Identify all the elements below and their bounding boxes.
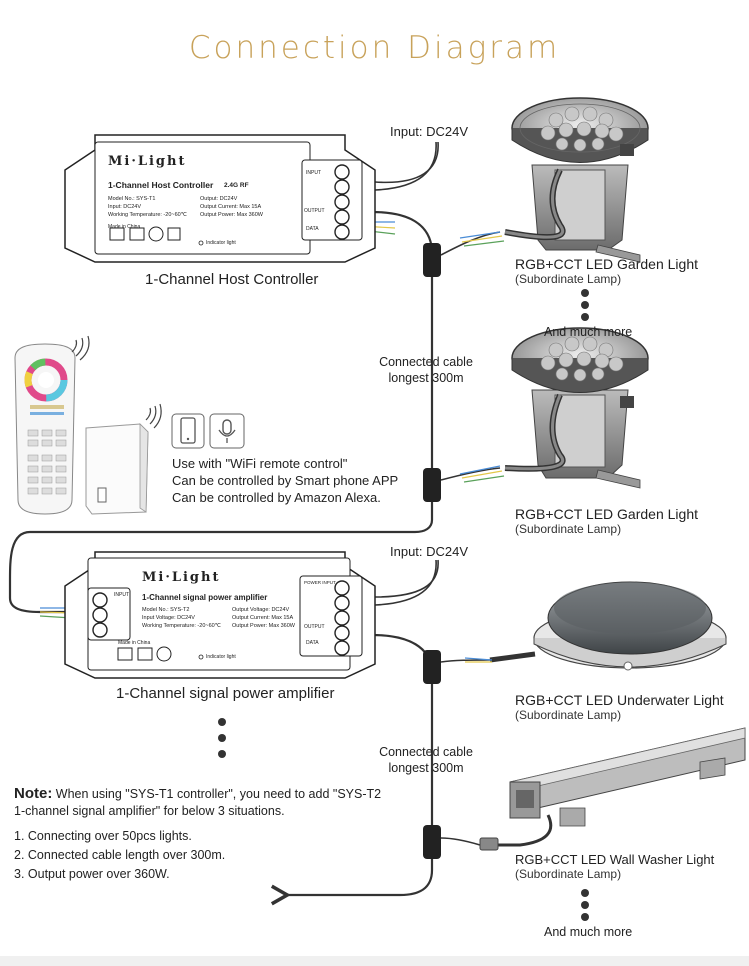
host-term-output: OUTPUT (304, 208, 325, 214)
host-temp: Working Temperature: -20~60℃ (108, 212, 187, 218)
page-title: Connection Diagram (188, 30, 561, 66)
note-line-1: When using "SYS-T1 controller", you need… (52, 787, 382, 801)
amp-caption: 1-Channel signal power amplifier (116, 685, 335, 702)
wifi-info: Use with "WiFi remote control" Can be co… (172, 455, 398, 506)
note-title: Note: (14, 785, 53, 802)
amp-term-input: INPUT (114, 592, 129, 598)
lamp-label-1: RGB+CCT LED Garden Light (Subordinate La… (515, 256, 698, 286)
amp-brand: Mi·Light (142, 570, 221, 585)
garden-light-1 (504, 97, 649, 263)
bottom-strip (0, 956, 749, 966)
host-indicator-label: Indicator light (206, 240, 236, 246)
amp-made-in: Made in China (118, 640, 151, 646)
host-input-label: Input: DC24V (390, 124, 469, 139)
wifi-line-3: Can be controlled by Amazon Alexa. (172, 490, 381, 505)
underwater-light (464, 581, 727, 671)
lamp-label-4: RGB+CCT LED Wall Washer Light (Subordina… (515, 852, 714, 881)
host-term-data: DATA (306, 226, 319, 232)
amp-product-name: 1-Channel signal power amplifier (142, 593, 268, 602)
host-spec-right: Output: DC24V Output Current: Max 15A Ou… (200, 195, 263, 219)
lamp-3-sub: (Subordinate Lamp) (515, 708, 622, 722)
remote-control (14, 335, 90, 515)
cable-label-2: Connected cable longest 300m (366, 744, 486, 776)
connectors (423, 243, 441, 859)
note-item-2: 2. Connected cable length over 300m. (14, 848, 226, 862)
lamp-label-3: RGB+CCT LED Underwater Light (Subordinat… (515, 692, 724, 722)
note-line-2: 1-channel signal amplifier" for below 3 … (14, 804, 285, 818)
note-item-3: 3. Output power over 360W. (14, 867, 170, 881)
host-spec-left: Model No.: SYS-T1 Input: DC24V Working T… (108, 195, 187, 219)
wall-washer-light (479, 727, 746, 851)
more-label-2: And much more (544, 925, 633, 939)
amp-input-cable (374, 559, 439, 606)
garden-light-2 (504, 327, 649, 489)
lamp-4-sub: (Subordinate Lamp) (515, 867, 622, 881)
host-input-cable (374, 141, 439, 191)
host-out-current: Output Current: Max 15A (200, 204, 262, 210)
host-brand: Mi·Light (108, 154, 187, 169)
host-controller (64, 134, 376, 263)
lamp-3-name: RGB+CCT LED Underwater Light (515, 692, 724, 708)
host-input: Input: DC24V (108, 204, 142, 210)
amp-indicator-label: Indicator light (206, 654, 236, 660)
wifi-line-2: Can be controlled by Smart phone APP (172, 473, 399, 488)
note-item-1: 1. Connecting over 50pcs lights. (14, 829, 192, 843)
host-out-power: Output Power: Max 360W (200, 212, 263, 218)
cable-label-1-line2: longest 300m (388, 371, 464, 385)
host-product-name: 1-Channel Host Controller (108, 180, 214, 190)
cable-label-1-line1: Connected cable (379, 355, 473, 369)
lamp-4-name: RGB+CCT LED Wall Washer Light (515, 852, 715, 867)
amp-temp: Working Temperature: -20~60℃ (142, 623, 221, 629)
lamp-2-sub: (Subordinate Lamp) (515, 522, 622, 536)
wifi-line-1: Use with "WiFi remote control" (172, 456, 348, 471)
microphone-icon (209, 413, 245, 449)
host-model: Model No.: SYS-T1 (108, 196, 156, 202)
more-label-1: And much more (544, 325, 633, 339)
amp-spec-left: Model No.: SYS-T2 Input Voltage: DC24V W… (142, 606, 221, 630)
amp-out-power: Output Power: Max 360W (232, 623, 295, 629)
amp-model: Model No.: SYS-T2 (142, 607, 190, 613)
cable-label-1: Connected cable longest 300m (366, 354, 486, 386)
host-term-input: INPUT (306, 170, 321, 176)
lamp-2-name: RGB+CCT LED Garden Light (515, 506, 698, 522)
amp-term-data: DATA (306, 640, 319, 646)
lamp-1-name: RGB+CCT LED Garden Light (515, 256, 698, 272)
cable-label-2-line2: longest 300m (388, 761, 464, 775)
amp-input-label: Input: DC24V (390, 544, 469, 559)
note-block: Note: When using "SYS-T1 controller", yo… (14, 785, 414, 820)
host-caption: 1-Channel Host Controller (145, 271, 319, 288)
continuation-dots (218, 289, 589, 921)
amp-term-output: OUTPUT (304, 624, 325, 630)
amp-input: Input Voltage: DC24V (142, 615, 195, 621)
wifi-hub (85, 403, 162, 515)
lamp-label-2: RGB+CCT LED Garden Light (Subordinate La… (515, 506, 698, 536)
amp-out-current: Output Current: Max 15A (232, 615, 294, 621)
lamp-1-sub: (Subordinate Lamp) (515, 272, 622, 286)
phone-icon (171, 413, 205, 449)
note-list: 1. Connecting over 50pcs lights. 2. Conn… (14, 827, 225, 884)
amp-term-power: POWER INPUT (304, 580, 336, 585)
amp-spec-right: Output Voltage: DC24V Output Current: Ma… (232, 606, 295, 630)
host-made-in: Made in China (108, 224, 141, 230)
host-out-voltage: Output: DC24V (200, 196, 238, 202)
host-rf-badge: 2.4G RF (224, 182, 249, 189)
amp-out-voltage: Output Voltage: DC24V (232, 607, 290, 613)
cable-label-2-line1: Connected cable (379, 745, 473, 759)
amplifier-box (64, 551, 376, 679)
